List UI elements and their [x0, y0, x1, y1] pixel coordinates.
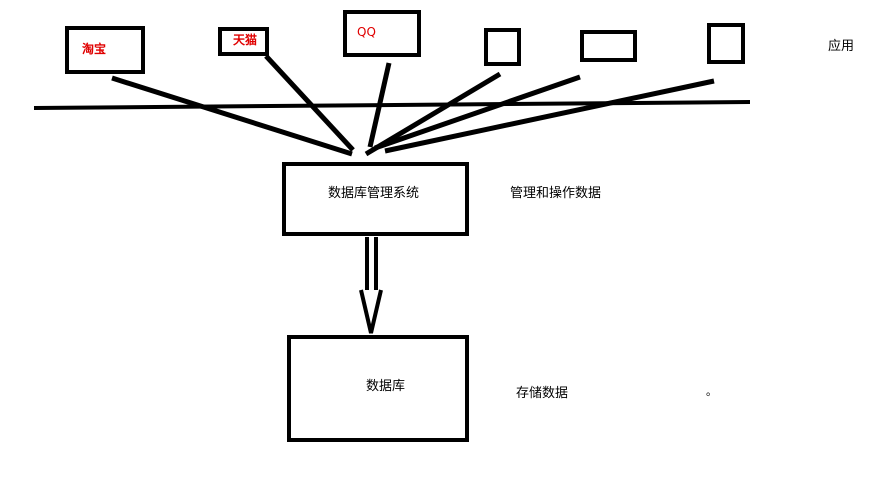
- app-box-qq: [343, 10, 421, 57]
- connector-taobao: [111, 75, 353, 157]
- database-layer-label: 存储数据: [516, 386, 569, 401]
- dbms-layer-label: 管理和操作数据: [510, 186, 602, 201]
- app-box-blank-2: [580, 30, 637, 62]
- app-label-taobao: 淘宝: [82, 42, 107, 56]
- connector-qq: [367, 62, 392, 148]
- connector-tmall: [264, 54, 355, 152]
- app-box-tmall: [218, 27, 269, 56]
- database-label: 数据库: [366, 379, 406, 394]
- app-box-blank-1: [484, 28, 521, 66]
- connector-blank-3: [384, 78, 715, 154]
- dbms-label: 数据库管理系统: [328, 186, 420, 201]
- app-layer-separator-line: [33, 100, 751, 110]
- stray-mark: 。: [706, 385, 717, 398]
- app-label-tmall: 天猫: [233, 33, 258, 47]
- dbms-box: [282, 162, 469, 236]
- dbms-to-database-arrow: [359, 237, 383, 334]
- connector-blank-2: [374, 74, 581, 151]
- app-label-qq: QQ: [357, 25, 376, 39]
- app-box-taobao: [65, 26, 145, 74]
- database-box: [287, 335, 469, 442]
- connector-blank-1: [364, 71, 502, 157]
- app-box-blank-3: [707, 23, 745, 64]
- app-layer-label: 应用: [828, 39, 855, 54]
